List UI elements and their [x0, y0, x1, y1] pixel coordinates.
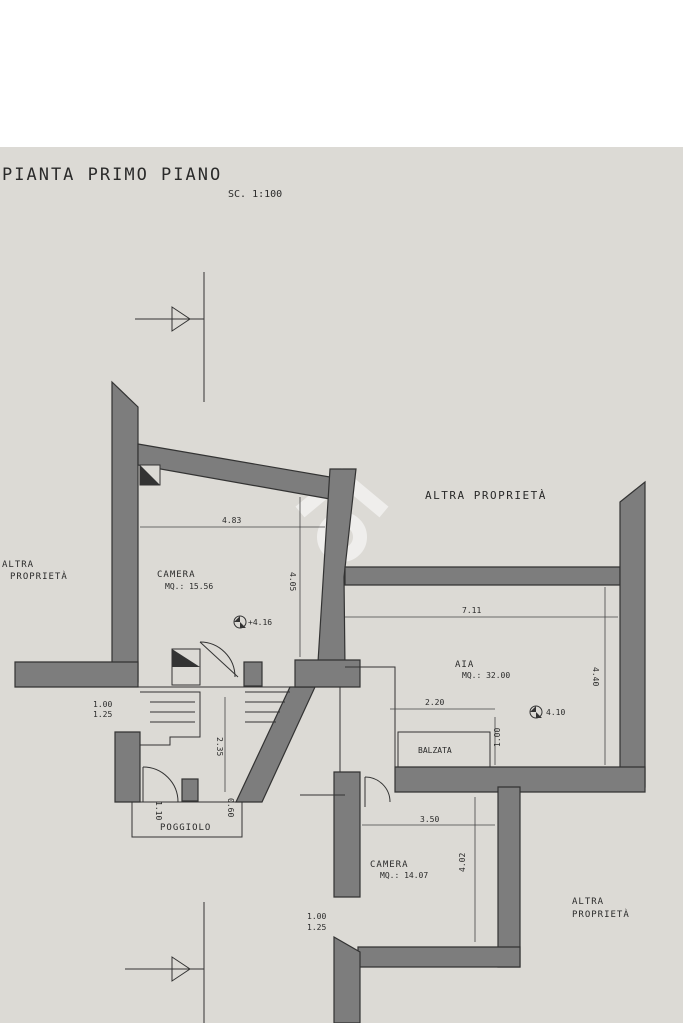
- dim-235: 2.35: [215, 737, 224, 756]
- dim-350: 3.50: [420, 815, 439, 824]
- walls: [14, 380, 646, 1023]
- stairs: [140, 691, 290, 746]
- balzata-box: [397, 731, 491, 768]
- dim-125c: 1.25: [307, 923, 326, 932]
- elevation-1: +4.16: [248, 618, 272, 627]
- room-poggiolo-name: POGGIOLO: [160, 823, 211, 833]
- dimension-lines: [140, 497, 618, 942]
- dim-402: 4.02: [458, 853, 467, 872]
- dim-100b: 1.00: [93, 700, 112, 709]
- dim-small-1: 1.10: [154, 801, 163, 820]
- neighbor-top-right: ALTRA PROPRIETÀ: [425, 489, 547, 502]
- plan-title: PIANTA PRIMO PIANO: [2, 165, 222, 185]
- plan-scale: SC. 1:100: [228, 189, 282, 200]
- floor-plan-drawing: PIANTA PRIMO PIANO SC. 1:100: [2, 165, 646, 1023]
- section-mark-top: [135, 272, 205, 402]
- dim-100c: 1.00: [307, 912, 326, 921]
- floor-plan-sheet: PIANTA PRIMO PIANO SC. 1:100: [0, 147, 683, 1023]
- flue-markers: [139, 464, 201, 686]
- dim-small-2: 0.60: [226, 798, 235, 817]
- room-aia-area: MQ.: 32.00: [462, 671, 510, 680]
- room-camera2-area: MQ.: 14.07: [380, 871, 428, 880]
- elevation-marks: [233, 615, 543, 719]
- dim-440: 4.40: [591, 667, 600, 686]
- dim-483: 4.83: [222, 516, 241, 525]
- elevation-2: 4.10: [546, 708, 565, 717]
- room-camera1-name: CAMERA: [157, 570, 196, 580]
- room-balzata-name: BALZATA: [418, 746, 452, 755]
- neighbor-left-line1: ALTRA: [2, 560, 34, 570]
- neighbor-bottom-right-line2: PROPRIETÀ: [572, 908, 630, 920]
- dim-220: 2.20: [425, 698, 444, 707]
- dim-100a: 1.00: [493, 728, 502, 747]
- section-mark-bottom: [125, 902, 205, 1023]
- dim-405: 4.05: [288, 572, 297, 591]
- room-camera1-area: MQ.: 15.56: [165, 582, 213, 591]
- neighbor-left-line2: PROPRIETÀ: [10, 570, 68, 582]
- neighbor-bottom-right-line1: ALTRA: [572, 897, 604, 907]
- dim-125b: 1.25: [93, 710, 112, 719]
- room-aia-name: AIA: [455, 660, 474, 670]
- room-camera2-name: CAMERA: [370, 860, 409, 870]
- dim-711: 7.11: [462, 606, 481, 615]
- inner-lines: [131, 641, 396, 838]
